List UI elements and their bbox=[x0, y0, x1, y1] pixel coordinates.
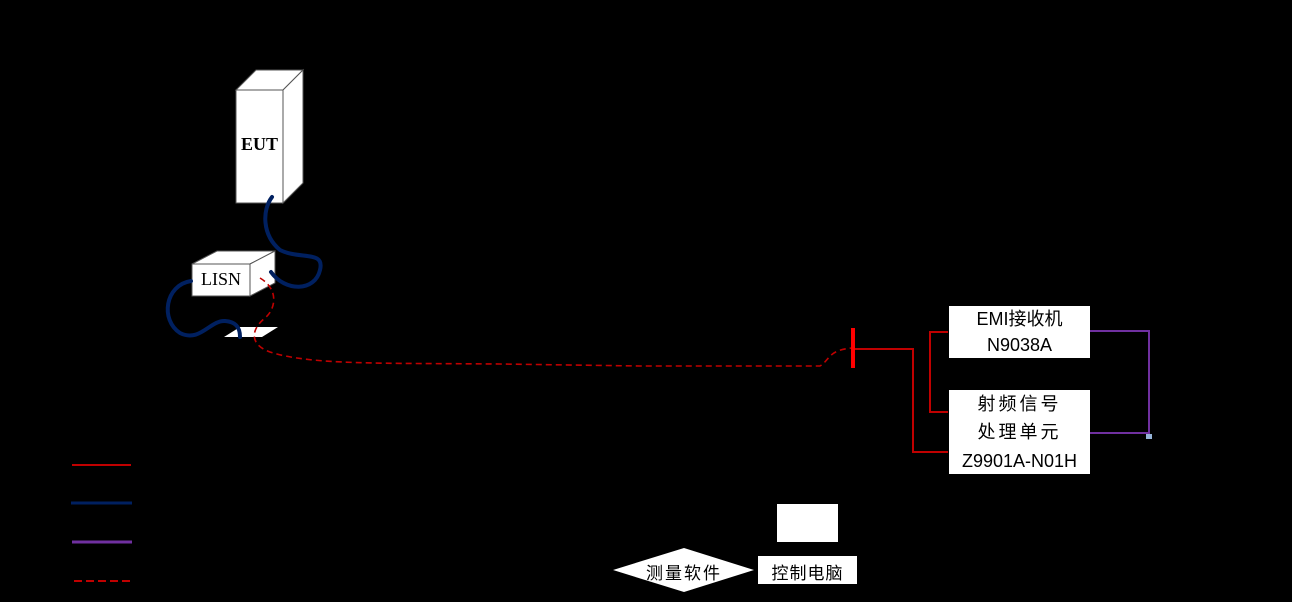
lisn-label: LISN bbox=[201, 269, 241, 289]
rf-unit-box bbox=[949, 390, 1090, 474]
rf-unit-label-1: 射频信号 bbox=[977, 394, 1062, 414]
rf-cable-to-rf-unit bbox=[855, 348, 948, 453]
computer-label: 控制电脑 bbox=[771, 564, 844, 583]
rf-unit-label-3: Z9901A-N01H bbox=[961, 451, 1078, 471]
emi-receiver-label-2: N9038A bbox=[986, 335, 1053, 355]
control-terminator bbox=[1146, 434, 1152, 439]
computer-monitor bbox=[777, 504, 838, 542]
control-cable bbox=[1090, 330, 1150, 434]
software-diamond bbox=[613, 548, 754, 592]
power-cable-eut-lisn bbox=[263, 195, 323, 289]
emi-receiver-box bbox=[949, 306, 1090, 358]
software-label: 测量软件 bbox=[646, 564, 722, 583]
rf-unit-label-2: 处理单元 bbox=[977, 422, 1062, 442]
dashed-rf-cable bbox=[253, 277, 853, 367]
eut-box bbox=[234, 68, 305, 205]
ground-plate bbox=[224, 327, 278, 337]
computer-box bbox=[758, 556, 857, 584]
eut-label: EUT bbox=[240, 134, 278, 154]
rf-cable-receiver-rf-unit bbox=[929, 331, 948, 413]
power-cable-lisn-ground bbox=[165, 279, 242, 339]
rf-connector bbox=[851, 328, 855, 368]
emi-receiver-label-1: EMI接收机 bbox=[976, 309, 1063, 329]
